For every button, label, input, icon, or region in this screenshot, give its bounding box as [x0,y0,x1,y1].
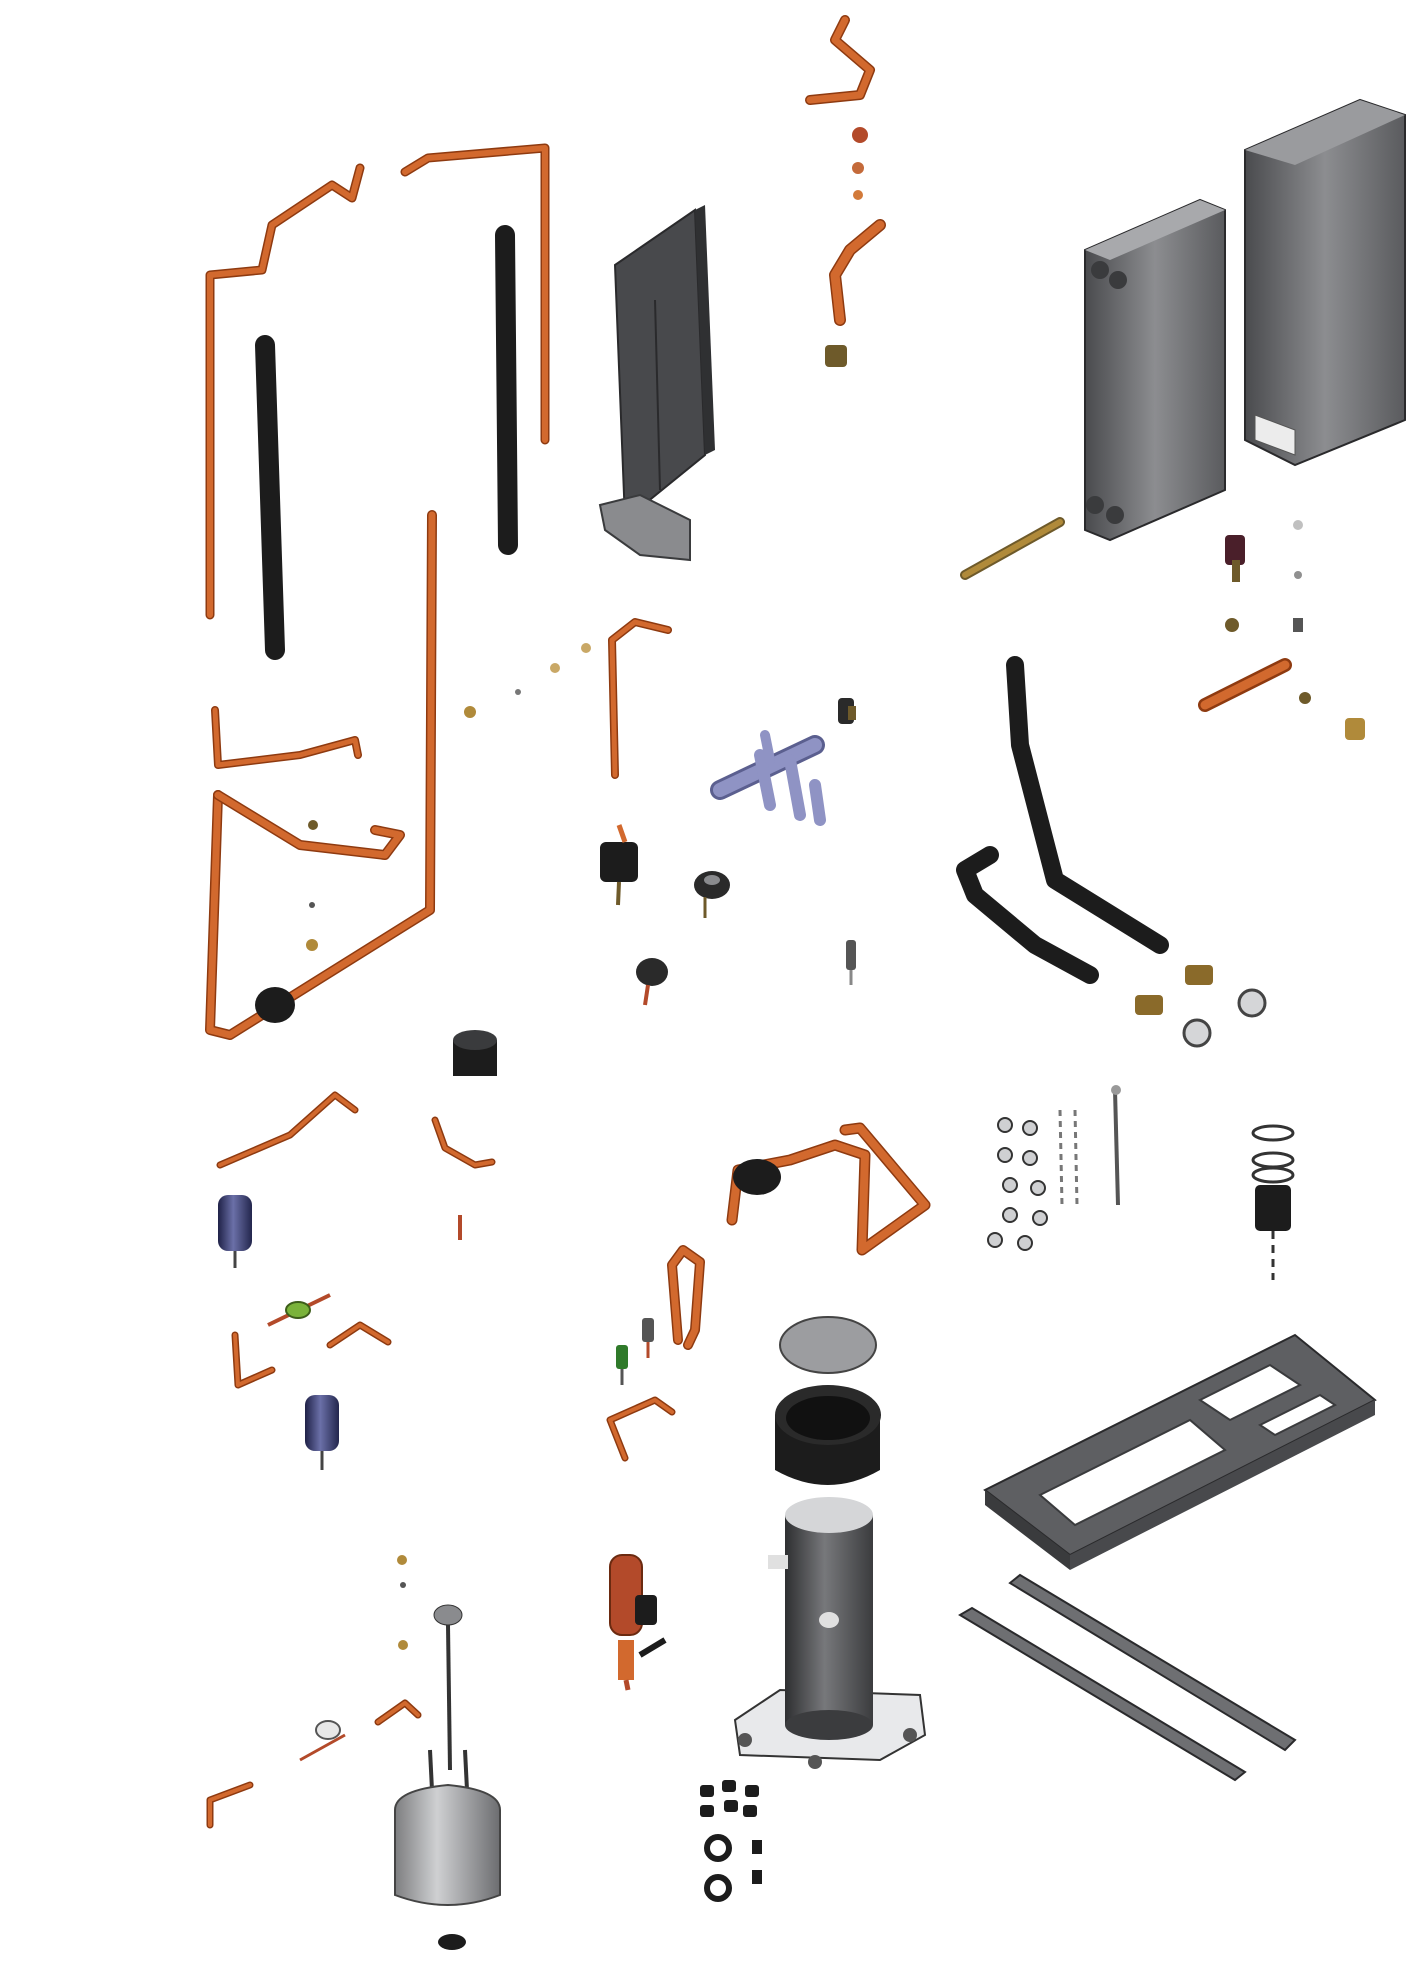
sight-glass [267,1293,331,1327]
ball-valve [299,1720,346,1762]
plate-heat-exchanger [1084,198,1226,542]
insulated-hose-right-2 [956,846,1099,984]
compressor-sound-jacket [775,1385,881,1485]
insulated-hose-right-1 [1006,656,1169,954]
copper-pipe-mid-left [211,706,362,769]
copper-pipe-small-s [431,1116,496,1240]
exchanger-insulation-box [1244,98,1406,467]
brass-connector-exchanger [960,517,1065,580]
copper-pipe-mid-center [608,618,672,779]
compressor-sound-jacket-lid [779,1316,877,1374]
copper-u-pipe [667,1245,705,1350]
solenoid-valve-1 [600,824,638,906]
copper-pipe-top-center-left [400,143,550,445]
copper-loop-center [726,1122,931,1256]
rail-lower [958,1606,1247,1782]
filter-drier-1 [218,1195,252,1268]
small-fittings-bottom-left [397,1555,463,1650]
small-fittings-mid [464,643,591,718]
liquid-receiver-assembly [609,1554,667,1691]
copper-pipe-upper-left [205,163,365,620]
rail-upper [1008,1573,1297,1752]
copper-pipe-top-center [805,15,886,367]
rubber-grommet [453,1030,497,1076]
copper-pipe-lower-center [606,1396,676,1462]
copper-pipe-lower-left [216,1091,359,1169]
base-frame [983,1333,1377,1570]
mounting-bracket [598,205,715,562]
filter-drier-2 [305,1395,339,1470]
copper-loop-left [205,510,437,1040]
four-way-valve [710,730,826,826]
copper-pipe-lower-left-2 [231,1321,392,1389]
insulated-hose-upper-left-1 [255,335,285,660]
valve-fittings-right [1198,520,1365,740]
check-valve-small [838,698,856,724]
pressure-sensor [846,940,856,985]
mounting-grommets [700,1780,762,1902]
brass-unions-right [1135,965,1267,1048]
insulated-hose-upper-left-2 [495,225,518,555]
copper-pipe-bottom-left [206,1699,422,1829]
scroll-compressor [733,1497,927,1769]
pressure-switch [694,871,730,918]
fastener-kit [987,1085,1121,1251]
solenoid-valve-2 [636,958,668,1006]
vibration-damper [1251,1124,1295,1280]
accumulator [394,1624,501,1950]
service-valves [616,1318,654,1385]
